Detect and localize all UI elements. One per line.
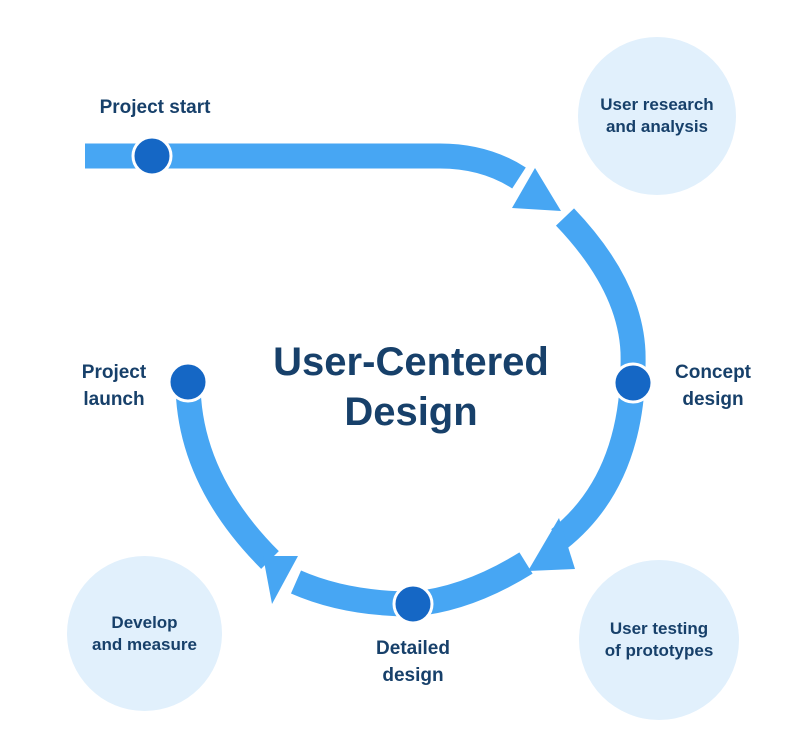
label-project-launch: Project launch — [81, 362, 147, 410]
flow-segment-concept — [551, 208, 646, 549]
center-title: User-Centered Design — [273, 340, 549, 434]
phase-user-testing-bubble: User testing of prototypes — [579, 560, 739, 720]
phase-develop-measure-bubble: Develop and measure — [67, 556, 222, 711]
label-concept-design: Concept design — [675, 362, 751, 410]
phase-user-research-bubble: User research and analysis — [578, 37, 736, 195]
node-project-start — [131, 135, 173, 177]
label-project-start: Project start — [99, 97, 211, 118]
phase-user-research-label: User research and analysis — [600, 95, 714, 136]
flow-segment-launch — [175, 381, 279, 569]
node-concept-design — [612, 362, 654, 404]
node-detailed-design — [392, 583, 434, 625]
phase-develop-measure-label: Develop and measure — [92, 612, 197, 654]
flow-segment-start — [85, 143, 526, 189]
arrowhead-top-right — [512, 168, 561, 211]
phase-user-testing-label: User testing of prototypes — [604, 619, 714, 660]
arrowhead-bottom-left — [263, 556, 298, 604]
node-project-launch — [167, 361, 209, 403]
label-detailed-design: Detailed design — [376, 638, 450, 686]
arrowhead-bottom-right — [528, 518, 575, 571]
